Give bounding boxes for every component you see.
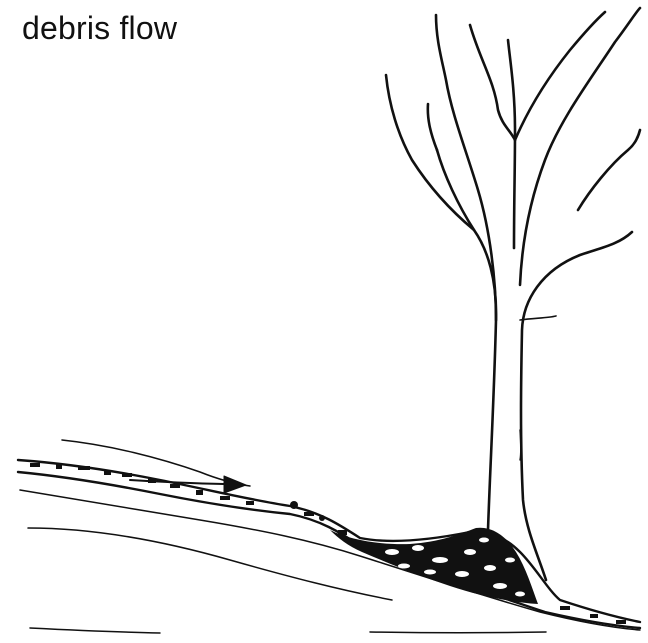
ground-line-3	[370, 632, 546, 633]
tree-branch-center-left	[436, 15, 496, 320]
tree-trunk-left	[437, 150, 496, 530]
tree-trunk-right	[521, 232, 632, 580]
ground-line-1	[28, 528, 392, 600]
hillslope-surface	[20, 490, 640, 630]
ground-line-2	[30, 628, 160, 633]
tree-bark-mark	[520, 316, 556, 320]
tree-branch-right-lower	[578, 130, 640, 210]
tree-bark-mark-2	[520, 430, 521, 460]
tree-branch-center-main	[508, 40, 515, 248]
debris-band-bottom	[18, 472, 640, 628]
debris-flow-deposit	[18, 460, 640, 628]
tree	[386, 8, 640, 580]
tree-branch-right	[520, 8, 640, 285]
tree-branch-left-inner	[428, 104, 437, 150]
